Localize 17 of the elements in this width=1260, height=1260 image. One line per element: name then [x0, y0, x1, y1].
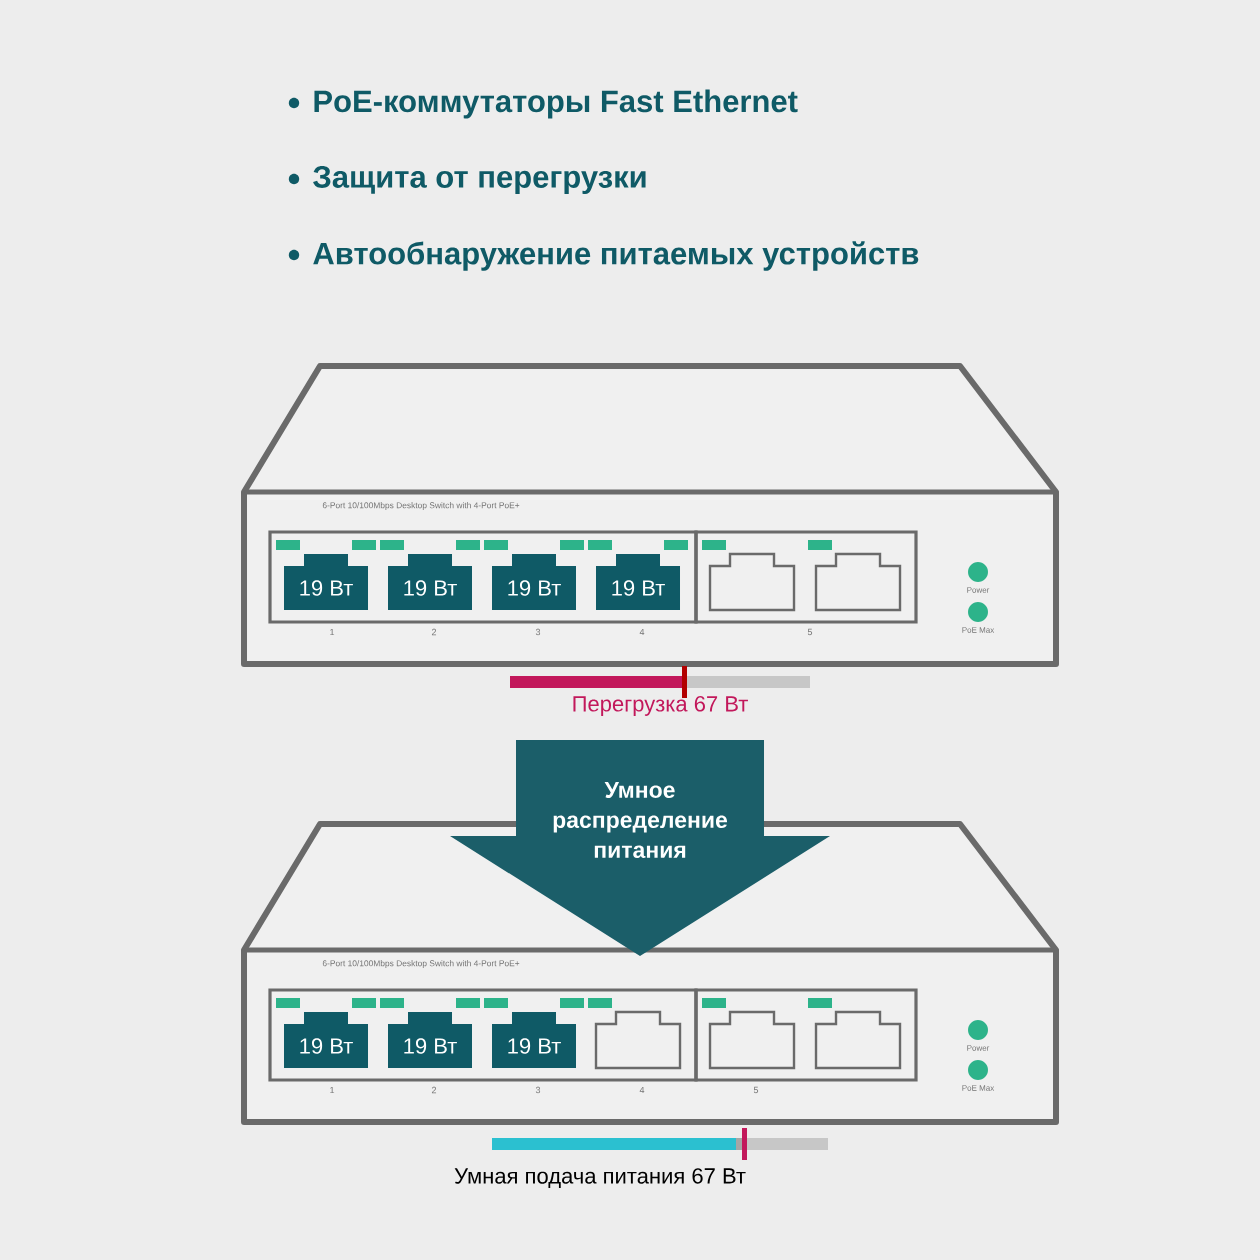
poe-port: 19 Вт: [380, 998, 480, 1068]
ethernet-port: [808, 540, 902, 612]
ethernet-port: [702, 998, 796, 1070]
bullet-item: Защита от перегрузки: [313, 166, 646, 194]
poe-port: 19 Вт: [588, 540, 688, 610]
poe-port: 19 Вт: [484, 998, 584, 1068]
ethernet-port: [702, 540, 796, 612]
bullet-item: PoE-коммутаторы Fast Ethernet: [314, 89, 798, 119]
poe-port: 19 Вт: [276, 998, 376, 1068]
poe-port: 19 Вт: [484, 540, 584, 610]
poe-port: 19 Вт: [380, 540, 480, 610]
poe-port: 19 Вт: [276, 540, 376, 610]
ethernet-port: [588, 998, 682, 1070]
power-label: Умная подача питания 67 Вт: [454, 1168, 746, 1188]
overload-label: Перегрузка 67 Вт: [573, 696, 748, 716]
ethernet-port: [808, 998, 902, 1070]
bullet-item: Автообнаружение питаемых устройств: [313, 241, 919, 271]
